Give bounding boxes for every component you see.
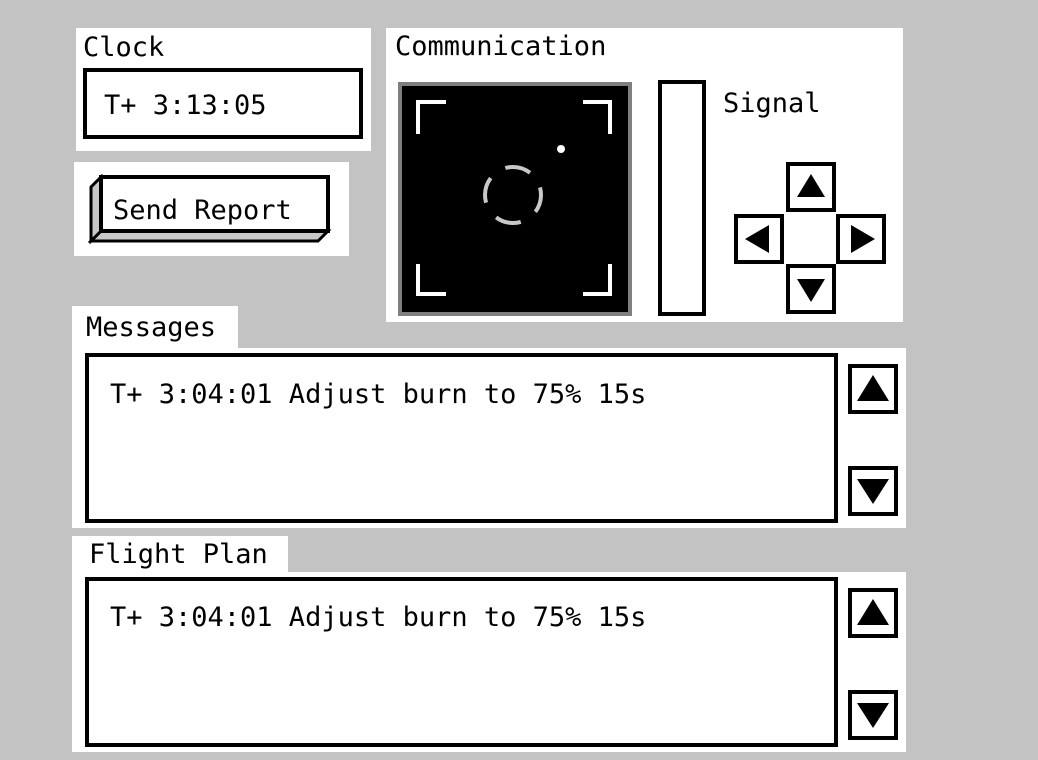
message-line: T+ 3:04:01 Adjust burn to 75% 15s	[110, 379, 647, 410]
dpad-left-button[interactable]	[734, 214, 784, 264]
messages-scroll-down-button[interactable]	[848, 466, 898, 516]
flight-plan-list[interactable]: T+ 3:04:01 Adjust burn to 75% 15s	[85, 577, 838, 747]
radar-display	[398, 82, 632, 316]
send-report-label: Send Report	[113, 195, 292, 226]
signal-label: Signal	[723, 88, 821, 119]
flight-plan-line: T+ 3:04:01 Adjust burn to 75% 15s	[110, 602, 647, 633]
clock-panel: Clock T+ 3:13:05	[76, 28, 371, 151]
triangle-down-icon	[857, 479, 889, 504]
send-report-panel: Send Report	[74, 162, 349, 256]
dpad-right-button[interactable]	[836, 214, 886, 264]
triangle-down-icon	[857, 703, 889, 728]
clock-display: T+ 3:13:05	[83, 68, 363, 139]
dpad-up-button[interactable]	[786, 162, 836, 212]
flight-plan-scroll-down-button[interactable]	[848, 690, 898, 740]
triangle-up-icon	[857, 375, 889, 401]
reticle-icon	[483, 165, 543, 225]
send-report-button[interactable]: Send Report	[88, 174, 332, 244]
signal-strength-bar	[658, 80, 706, 316]
clock-label: Clock	[83, 32, 165, 63]
communication-panel: Communication Signal	[386, 28, 903, 322]
triangle-down-icon	[797, 279, 825, 302]
dpad-down-button[interactable]	[786, 264, 836, 314]
triangle-up-icon	[857, 599, 889, 625]
messages-list[interactable]: T+ 3:04:01 Adjust burn to 75% 15s	[85, 353, 838, 523]
communication-label: Communication	[395, 31, 607, 62]
flight-plan-label: Flight Plan	[89, 539, 268, 570]
messages-header: Messages	[72, 306, 238, 352]
flight-plan-header: Flight Plan	[72, 536, 288, 576]
messages-scroll-up-button[interactable]	[848, 364, 898, 414]
triangle-right-icon	[851, 225, 875, 253]
corner-brackets-icon	[416, 100, 612, 296]
messages-label: Messages	[86, 312, 217, 343]
triangle-up-icon	[797, 174, 825, 197]
flight-plan-scroll-up-button[interactable]	[848, 588, 898, 638]
triangle-left-icon	[745, 225, 769, 253]
target-dot	[557, 145, 565, 153]
messages-panel: T+ 3:04:01 Adjust burn to 75% 15s	[72, 348, 906, 528]
clock-value: T+ 3:13:05	[104, 90, 267, 121]
flight-plan-panel: T+ 3:04:01 Adjust burn to 75% 15s	[72, 572, 906, 752]
